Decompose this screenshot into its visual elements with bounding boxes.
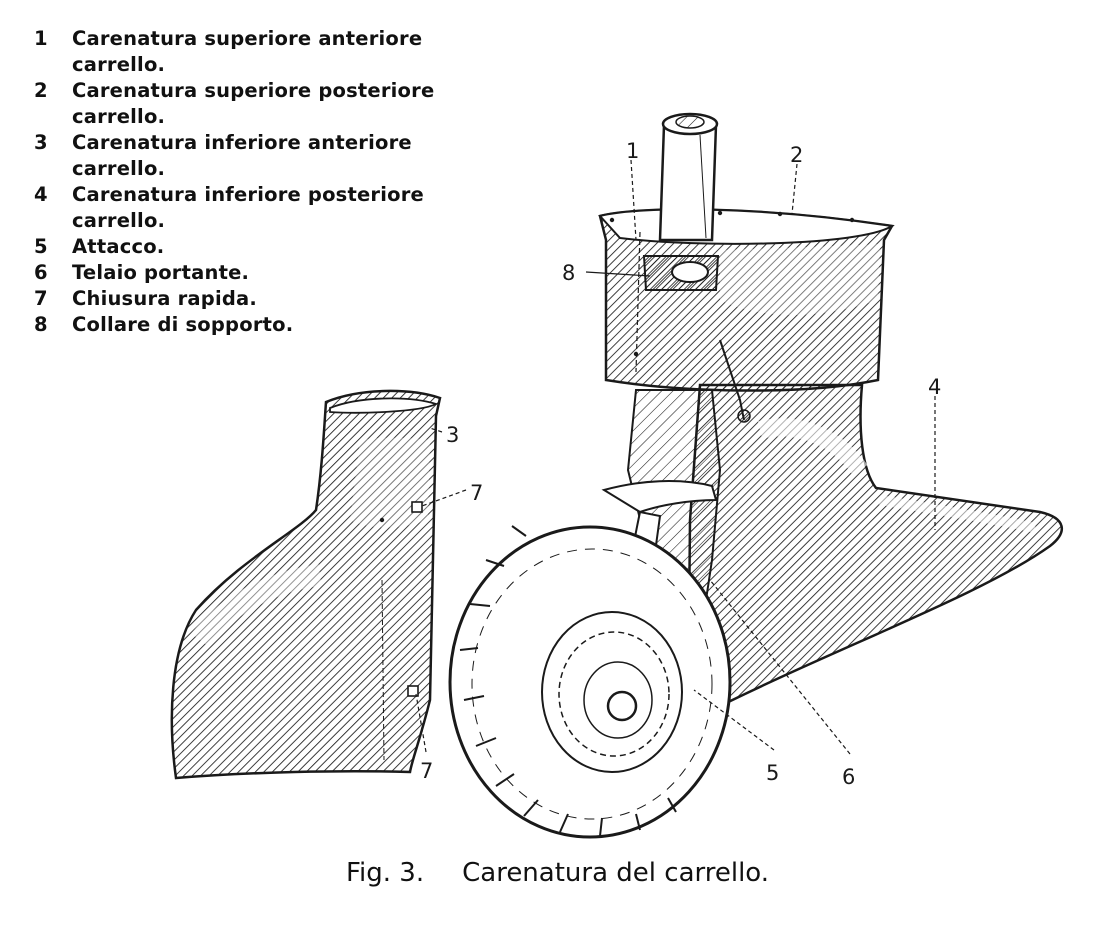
- lower-rear-fairing: [686, 383, 1063, 734]
- legend-item: 4 Carenatura inferiore posteriore carrel…: [34, 182, 474, 234]
- legend-number: 3: [34, 131, 48, 154]
- legend-item: 5 Attacco.: [34, 234, 474, 260]
- legend-number: 7: [34, 287, 48, 310]
- legend-number: 4: [34, 183, 48, 206]
- callout-1: 1: [626, 139, 639, 163]
- callout-8: 8: [562, 261, 575, 285]
- legend-number: 6: [34, 261, 48, 284]
- legend-number: 5: [34, 235, 48, 258]
- legend-text: Telaio portante.: [72, 261, 250, 284]
- legend-item: 3 Carenatura inferiore anteriore carrell…: [34, 130, 474, 182]
- callout-7-lower: 7: [420, 759, 433, 783]
- legend-number: 1: [34, 27, 48, 50]
- wheel: [448, 525, 732, 839]
- upper-fairing: [598, 208, 895, 392]
- legend-text: Chiusura rapida.: [72, 287, 257, 310]
- figure-title: Carenatura del carrello.: [462, 858, 770, 888]
- lower-front-fairing: [170, 389, 442, 780]
- legend-text: Carenatura superiore posteriore carrello…: [72, 79, 435, 128]
- callout-4: 4: [928, 375, 941, 399]
- callout-6: 6: [842, 765, 855, 789]
- parts-legend: 1 Carenatura superiore anteriore carrell…: [34, 26, 474, 338]
- legend-text: Carenatura superiore anteriore carrello.: [72, 27, 423, 76]
- callout-3: 3: [446, 423, 459, 447]
- figure-caption: Fig. 3. Carenatura del carrello.: [0, 858, 1115, 888]
- callout-labels: 1 2 3 4 5 6 7 7 8: [420, 139, 941, 789]
- figure-number: Fig. 3.: [345, 858, 425, 888]
- legend-text: Carenatura inferiore anteriore carrello.: [72, 131, 412, 180]
- legend-item: 1 Carenatura superiore anteriore carrell…: [34, 26, 474, 78]
- callout-7-upper: 7: [470, 481, 483, 505]
- callout-2: 2: [790, 143, 803, 167]
- callout-5: 5: [766, 761, 779, 785]
- support-collar: [642, 255, 720, 291]
- shock-strut: [658, 112, 719, 242]
- legend-item: 8 Collare di sopporto.: [34, 312, 474, 338]
- legend-number: 8: [34, 313, 48, 336]
- legend-text: Carenatura inferiore posteriore carrello…: [72, 183, 424, 232]
- legend-number: 2: [34, 79, 48, 102]
- legend-text: Collare di sopporto.: [72, 313, 294, 336]
- callout-leaders: [415, 159, 936, 755]
- legend-item: 7 Chiusura rapida.: [34, 286, 474, 312]
- legend-text: Attacco.: [72, 235, 165, 258]
- legend-item: 6 Telaio portante.: [34, 260, 474, 286]
- legend-item: 2 Carenatura superiore posteriore carrel…: [34, 78, 474, 130]
